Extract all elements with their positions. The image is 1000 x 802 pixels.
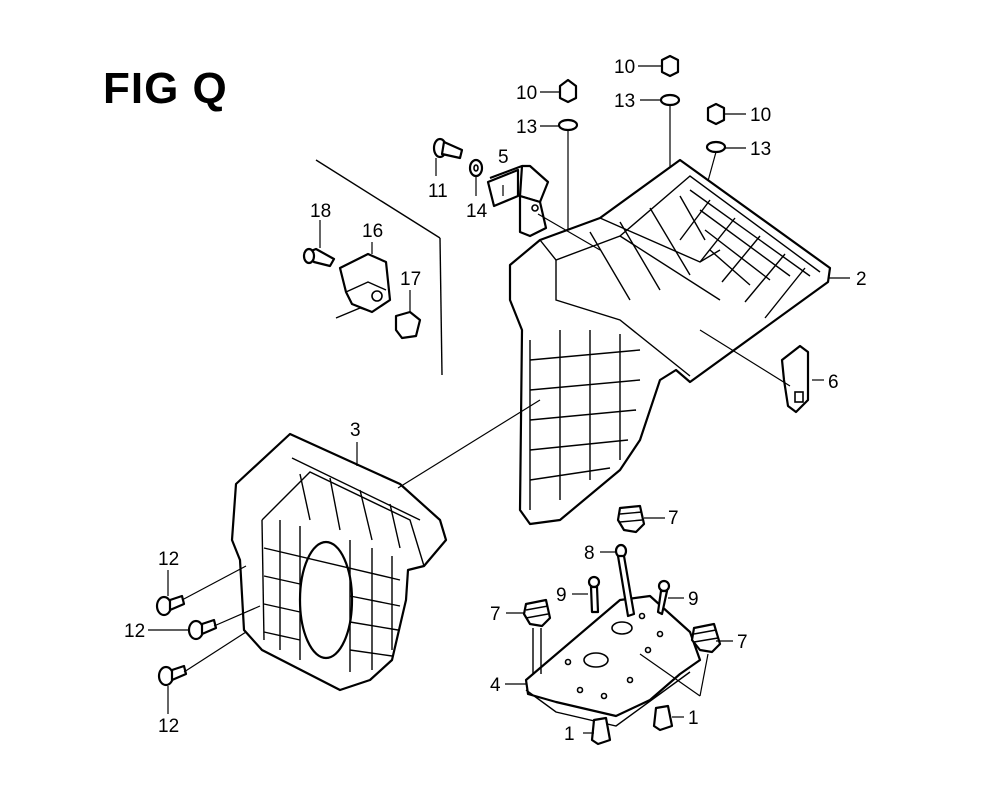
callout-10a: 10 bbox=[516, 83, 537, 104]
callout-10c: 10 bbox=[750, 105, 771, 126]
callout-7a: 7 bbox=[668, 508, 679, 529]
callout-17: 17 bbox=[400, 269, 421, 290]
callout-3: 3 bbox=[350, 420, 361, 441]
callout-1b: 1 bbox=[688, 708, 699, 729]
callout-12b: 12 bbox=[124, 621, 145, 642]
part-13-washer-b[interactable] bbox=[659, 93, 681, 107]
part-7-mount-a[interactable] bbox=[616, 504, 646, 534]
part-7-mount-b[interactable] bbox=[522, 598, 552, 674]
part-4-base-plate[interactable] bbox=[524, 594, 702, 727]
callout-2: 2 bbox=[856, 269, 867, 290]
inset-frame bbox=[315, 159, 443, 376]
part-12-bolt-b[interactable] bbox=[187, 618, 218, 641]
part-5-clip[interactable] bbox=[486, 164, 550, 238]
callout-12a: 12 bbox=[158, 549, 179, 570]
callout-14: 14 bbox=[466, 201, 488, 222]
callout-1a: 1 bbox=[564, 724, 575, 745]
part-3-shroud[interactable] bbox=[230, 432, 448, 692]
callout-13a: 13 bbox=[516, 117, 537, 138]
callout-6: 6 bbox=[828, 372, 839, 393]
callout-7c: 7 bbox=[737, 632, 748, 653]
part-17-nut[interactable] bbox=[394, 310, 422, 340]
callout-10b: 10 bbox=[614, 57, 635, 78]
part-1-foot-a[interactable] bbox=[590, 716, 612, 746]
part-7-mount-c[interactable] bbox=[690, 622, 722, 654]
callout-labels: 1 1 2 3 4 5 6 7 7 7 8 9 9 10 10 10 11 12… bbox=[124, 57, 867, 745]
figure-title: FIG Q bbox=[103, 64, 228, 113]
callout-8: 8 bbox=[584, 543, 595, 564]
part-12-bolt-a[interactable] bbox=[155, 594, 186, 617]
part-10-nut-c[interactable] bbox=[706, 102, 726, 126]
callout-18: 18 bbox=[310, 201, 331, 222]
part-9-screw-b[interactable] bbox=[656, 579, 671, 616]
shroud-3-grid bbox=[263, 457, 421, 672]
shroud-side-grid bbox=[529, 330, 641, 510]
part-13-washer-a[interactable] bbox=[557, 118, 579, 132]
shroud-top-grid bbox=[679, 189, 811, 319]
part-10-nut-a[interactable] bbox=[558, 78, 578, 104]
callout-5: 5 bbox=[498, 147, 509, 168]
part-10-nut-b[interactable] bbox=[660, 54, 680, 78]
leader-lines bbox=[148, 65, 850, 734]
callout-13c: 13 bbox=[750, 139, 771, 160]
callout-13b: 13 bbox=[614, 91, 635, 112]
part-11-bolt[interactable] bbox=[432, 137, 464, 160]
part-14-washer[interactable] bbox=[468, 158, 484, 178]
callout-16: 16 bbox=[362, 221, 383, 242]
callout-4: 4 bbox=[490, 675, 501, 696]
part-13-washer-c[interactable] bbox=[705, 140, 727, 154]
part-6-clip[interactable] bbox=[780, 344, 810, 414]
part-1-foot-b[interactable] bbox=[652, 704, 674, 732]
callout-9b: 9 bbox=[688, 589, 699, 610]
part-9-screw-a[interactable] bbox=[587, 575, 601, 614]
part-16-bracket[interactable] bbox=[335, 252, 392, 319]
part-18-screw[interactable] bbox=[302, 247, 336, 268]
part-2-shroud[interactable] bbox=[508, 158, 832, 526]
callout-11: 11 bbox=[428, 181, 448, 202]
part-12-bolt-c[interactable] bbox=[157, 664, 188, 687]
callout-12c: 12 bbox=[158, 716, 179, 737]
callout-7b: 7 bbox=[490, 604, 501, 625]
part-8-stud[interactable] bbox=[614, 543, 636, 618]
callout-9a: 9 bbox=[556, 585, 567, 606]
